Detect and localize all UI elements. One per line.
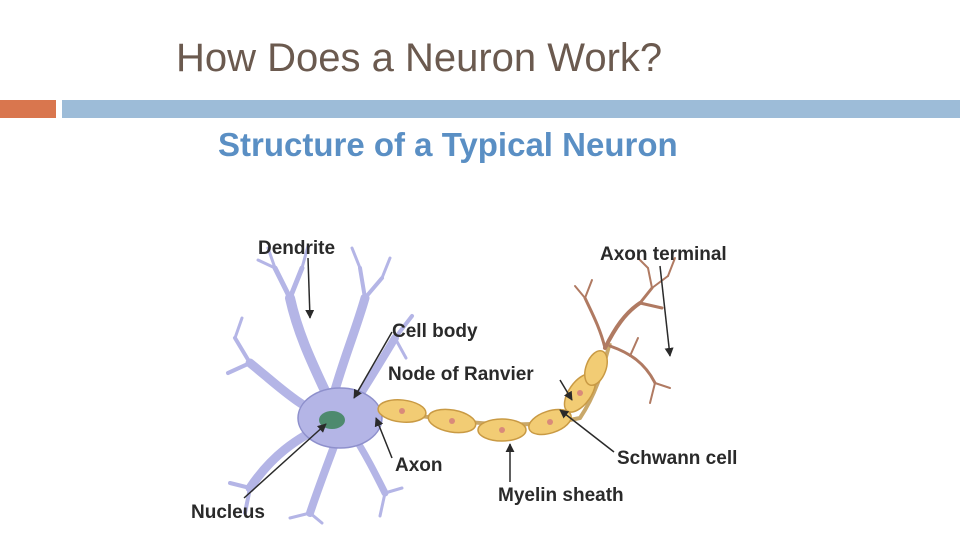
dendrites bbox=[226, 244, 414, 525]
myelin-sheath bbox=[377, 349, 608, 442]
pointer-dendrite bbox=[305, 257, 315, 319]
pointer-axon-terminal bbox=[659, 265, 674, 357]
pointer-lines bbox=[243, 257, 674, 499]
label-cell-body: Cell body bbox=[392, 321, 478, 342]
label-nucleus: Nucleus bbox=[191, 502, 265, 523]
pointer-nucleus bbox=[243, 423, 327, 499]
pointer-axon bbox=[374, 417, 393, 459]
label-myelin-sheath: Myelin sheath bbox=[498, 485, 624, 506]
label-axon: Axon bbox=[395, 455, 443, 476]
label-axon-terminal: Axon terminal bbox=[600, 244, 727, 265]
neuron-diagram: Structure of a Typical Neuron bbox=[180, 118, 800, 528]
pointer-schwann-cell bbox=[559, 409, 615, 453]
label-dendrite: Dendrite bbox=[258, 238, 335, 259]
schwann-nuclei bbox=[399, 390, 583, 433]
diagram-title: Structure of a Typical Neuron bbox=[218, 126, 678, 163]
label-node-of-ranvier: Node of Ranvier bbox=[388, 364, 534, 385]
label-schwann-cell: Schwann cell bbox=[617, 448, 737, 469]
neuron-diagram-svg: Structure of a Typical Neuron bbox=[191, 126, 737, 525]
slide-title: How Does a Neuron Work? bbox=[176, 36, 663, 80]
pointer-cell-body bbox=[353, 331, 393, 399]
pointer-node-of-ranvier bbox=[559, 379, 573, 401]
accent-bar-blue bbox=[62, 100, 960, 118]
axon-terminals bbox=[574, 257, 676, 404]
accent-bar-orange bbox=[0, 100, 56, 118]
